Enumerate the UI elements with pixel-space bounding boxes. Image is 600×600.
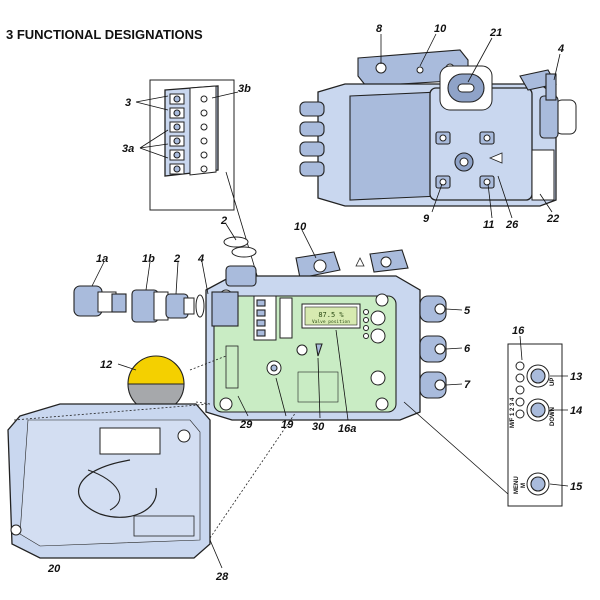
callout-10-top: 10 [434, 23, 447, 35]
callout-1b: 1b [142, 253, 155, 265]
callout-26: 26 [505, 219, 519, 231]
callout-5: 5 [464, 305, 471, 317]
callout-15: 15 [570, 481, 583, 493]
display-value: 87.5 % [318, 311, 344, 319]
open-housing-main: 87.5 % Valve position [205, 249, 447, 421]
callout-3b: 3b [238, 83, 251, 95]
display-subtext: Valve position [312, 319, 350, 325]
led-4 [515, 397, 525, 407]
housing-cover [7, 401, 297, 559]
keypad-detail: M/F 1 2 3 4 UP DOWN MENU M [403, 343, 563, 507]
up-label: UP [550, 378, 556, 386]
down-label: DOWN [550, 407, 556, 426]
terminal-block-detail [149, 79, 263, 293]
callout-6: 6 [464, 343, 471, 355]
m-label: M [521, 483, 527, 488]
callout-30: 30 [312, 421, 325, 433]
section-title: 3 FUNCTIONAL DESIGNATIONS [6, 27, 203, 42]
callout-20: 20 [47, 563, 61, 575]
callout-13: 13 [570, 371, 582, 383]
callout-16: 16 [512, 325, 525, 337]
callout-11: 11 [483, 219, 494, 231]
led-3 [515, 385, 525, 395]
menu-label: MENU [514, 476, 520, 494]
callout-28: 28 [215, 571, 229, 583]
callout-8: 8 [376, 23, 383, 35]
callout-21: 21 [489, 27, 502, 39]
callout-4-left: 4 [197, 253, 204, 265]
callout-10-center: 10 [294, 221, 307, 233]
callout-2-top: 2 [220, 215, 227, 227]
callout-14: 14 [570, 405, 582, 417]
callout-3: 3 [125, 97, 131, 109]
led-mf [515, 409, 525, 419]
callout-22: 22 [546, 213, 559, 225]
callout-16a: 16a [338, 423, 356, 435]
led-2 [515, 373, 525, 383]
cable-glands [73, 236, 257, 327]
led-labels: M/F 1 2 3 4 [510, 397, 516, 428]
rear-housing-view [299, 49, 577, 207]
callout-7: 7 [464, 379, 471, 391]
callout-19: 19 [281, 419, 294, 431]
callout-29: 29 [239, 419, 253, 431]
leader-lines [91, 33, 569, 569]
callout-9: 9 [423, 213, 430, 225]
callout-2-left: 2 [173, 253, 180, 265]
callout-1a: 1a [96, 253, 108, 265]
callout-3a: 3a [122, 143, 134, 155]
callout-labels: 8 10 21 4 3 3b 3a 9 11 26 22 2 10 1a 1b … [47, 23, 583, 583]
led-1 [515, 361, 525, 371]
callout-12: 12 [100, 359, 112, 371]
callout-4-top: 4 [557, 43, 564, 55]
